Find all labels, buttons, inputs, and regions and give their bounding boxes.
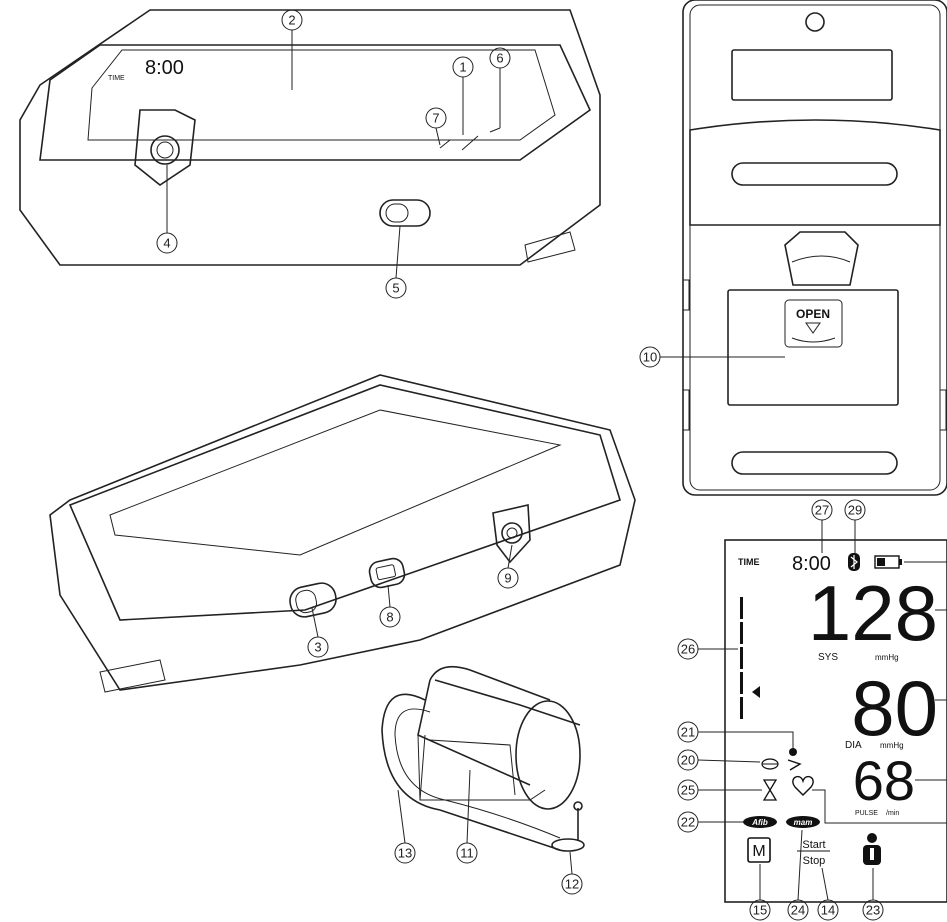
device-top-view: TIME 8:00 xyxy=(19,9,601,266)
svg-text:15: 15 xyxy=(753,903,767,918)
svg-text:9: 9 xyxy=(504,571,511,586)
svg-text:20: 20 xyxy=(681,753,695,768)
usb-port xyxy=(368,557,406,589)
callout-13: 13 xyxy=(394,789,416,864)
svg-text:12: 12 xyxy=(565,877,579,892)
svg-text:11: 11 xyxy=(460,846,474,861)
svg-text:14: 14 xyxy=(821,903,835,918)
svg-text:1: 1 xyxy=(459,60,466,75)
cuff-port-right xyxy=(492,504,531,564)
svg-text:4: 4 xyxy=(163,236,170,251)
side-switch-bottom xyxy=(289,582,337,618)
hanger-hole xyxy=(805,12,825,32)
callout-4: 4 xyxy=(156,165,178,254)
svg-text:2: 2 xyxy=(288,13,295,28)
device-top-time-value: 8:00 xyxy=(145,57,184,79)
svg-text:25: 25 xyxy=(681,783,695,798)
callout-23: 23 xyxy=(862,868,884,921)
battery-cover xyxy=(727,289,899,406)
heart-icon xyxy=(792,775,814,796)
bluetooth-icon xyxy=(848,553,860,571)
callout-20: 20 xyxy=(677,749,761,771)
svg-text:23: 23 xyxy=(866,903,880,918)
lcd-sys-value: 128 xyxy=(808,569,938,657)
callout-8: 8 xyxy=(379,584,401,628)
lcd-time-label: TIME xyxy=(738,557,760,567)
lcd-sys-unit: mmHg xyxy=(875,653,899,662)
callout-25: 25 xyxy=(677,779,762,801)
cuff-illustration xyxy=(381,665,585,852)
right-leader-lines xyxy=(812,561,947,824)
svg-text:22: 22 xyxy=(681,815,695,830)
callout-14: 14 xyxy=(817,867,839,921)
lcd-panel: TIME 8:00 128 SYS mmHg 80 DIA mmHg 68 PU… xyxy=(724,539,947,903)
callout-7: 7 xyxy=(425,107,447,146)
svg-text:26: 26 xyxy=(681,642,695,657)
lcd-pulse-value: 68 xyxy=(853,749,915,812)
svg-text:27: 27 xyxy=(815,503,829,518)
cuff-port-left xyxy=(134,109,196,186)
svg-text:Afib: Afib xyxy=(751,818,768,827)
lcd-start-label: Start xyxy=(802,839,825,851)
afib-icon: Afib xyxy=(743,816,777,828)
open-label: OPEN xyxy=(796,307,830,321)
svg-text:3: 3 xyxy=(314,640,321,655)
callout-11: 11 xyxy=(456,769,478,864)
svg-text:24: 24 xyxy=(791,903,805,918)
callout-24: 24 xyxy=(787,829,809,921)
svg-text:6: 6 xyxy=(496,51,503,66)
lcd-time-value: 8:00 xyxy=(792,553,831,575)
lcd-dia-label: DIA xyxy=(845,740,862,751)
callout-22: 22 xyxy=(677,811,743,833)
user-icon xyxy=(863,833,881,865)
device-angled-view xyxy=(49,374,636,693)
callout-29: 29 xyxy=(844,499,866,553)
risk-indicator-bar xyxy=(740,597,760,719)
callout-1: 1 xyxy=(452,56,474,135)
device-top-screen xyxy=(87,49,556,141)
svg-text:5: 5 xyxy=(392,281,399,296)
back-window xyxy=(731,49,893,101)
svg-text:mam: mam xyxy=(794,818,813,827)
device-top-time-label: TIME xyxy=(108,75,125,82)
callout-15: 15 xyxy=(749,864,771,921)
svg-text:8: 8 xyxy=(386,610,393,625)
lcd-stop-label: Stop xyxy=(803,855,826,867)
movement-icon xyxy=(787,748,802,771)
svg-text:29: 29 xyxy=(848,503,862,518)
callout-26: 26 xyxy=(677,638,738,660)
callout-2: 2 xyxy=(281,9,303,90)
memory-icon: M xyxy=(747,837,771,863)
callout-9: 9 xyxy=(497,544,519,589)
callout-27: 27 xyxy=(811,499,833,553)
svg-text:13: 13 xyxy=(398,846,412,861)
callout-6: 6 xyxy=(489,47,511,128)
lcd-sys-label: SYS xyxy=(818,652,838,663)
lcd-dia-value: 80 xyxy=(851,664,938,752)
callout-3: 3 xyxy=(307,607,329,658)
battery-icon xyxy=(874,555,902,569)
device-angled-screen xyxy=(109,409,562,556)
svg-text:7: 7 xyxy=(432,111,439,126)
callout-10: 10 xyxy=(639,346,785,368)
mam-icon: mam xyxy=(786,816,820,828)
svg-text:M: M xyxy=(752,843,765,860)
lcd-dia-unit: mmHg xyxy=(880,741,904,750)
svg-text:10: 10 xyxy=(643,350,657,365)
cuff-fit-icon xyxy=(761,758,779,770)
callout-12: 12 xyxy=(561,851,583,895)
svg-text:21: 21 xyxy=(681,725,695,740)
lcd-pulse-unit: /min xyxy=(886,810,899,817)
callout-21: 21 xyxy=(677,721,794,748)
lcd-pulse-label: PULSE xyxy=(855,810,878,817)
device-back-view: OPEN xyxy=(682,0,947,496)
hourglass-icon xyxy=(762,779,778,801)
side-switch-top xyxy=(379,199,431,227)
callout-5: 5 xyxy=(385,225,407,299)
